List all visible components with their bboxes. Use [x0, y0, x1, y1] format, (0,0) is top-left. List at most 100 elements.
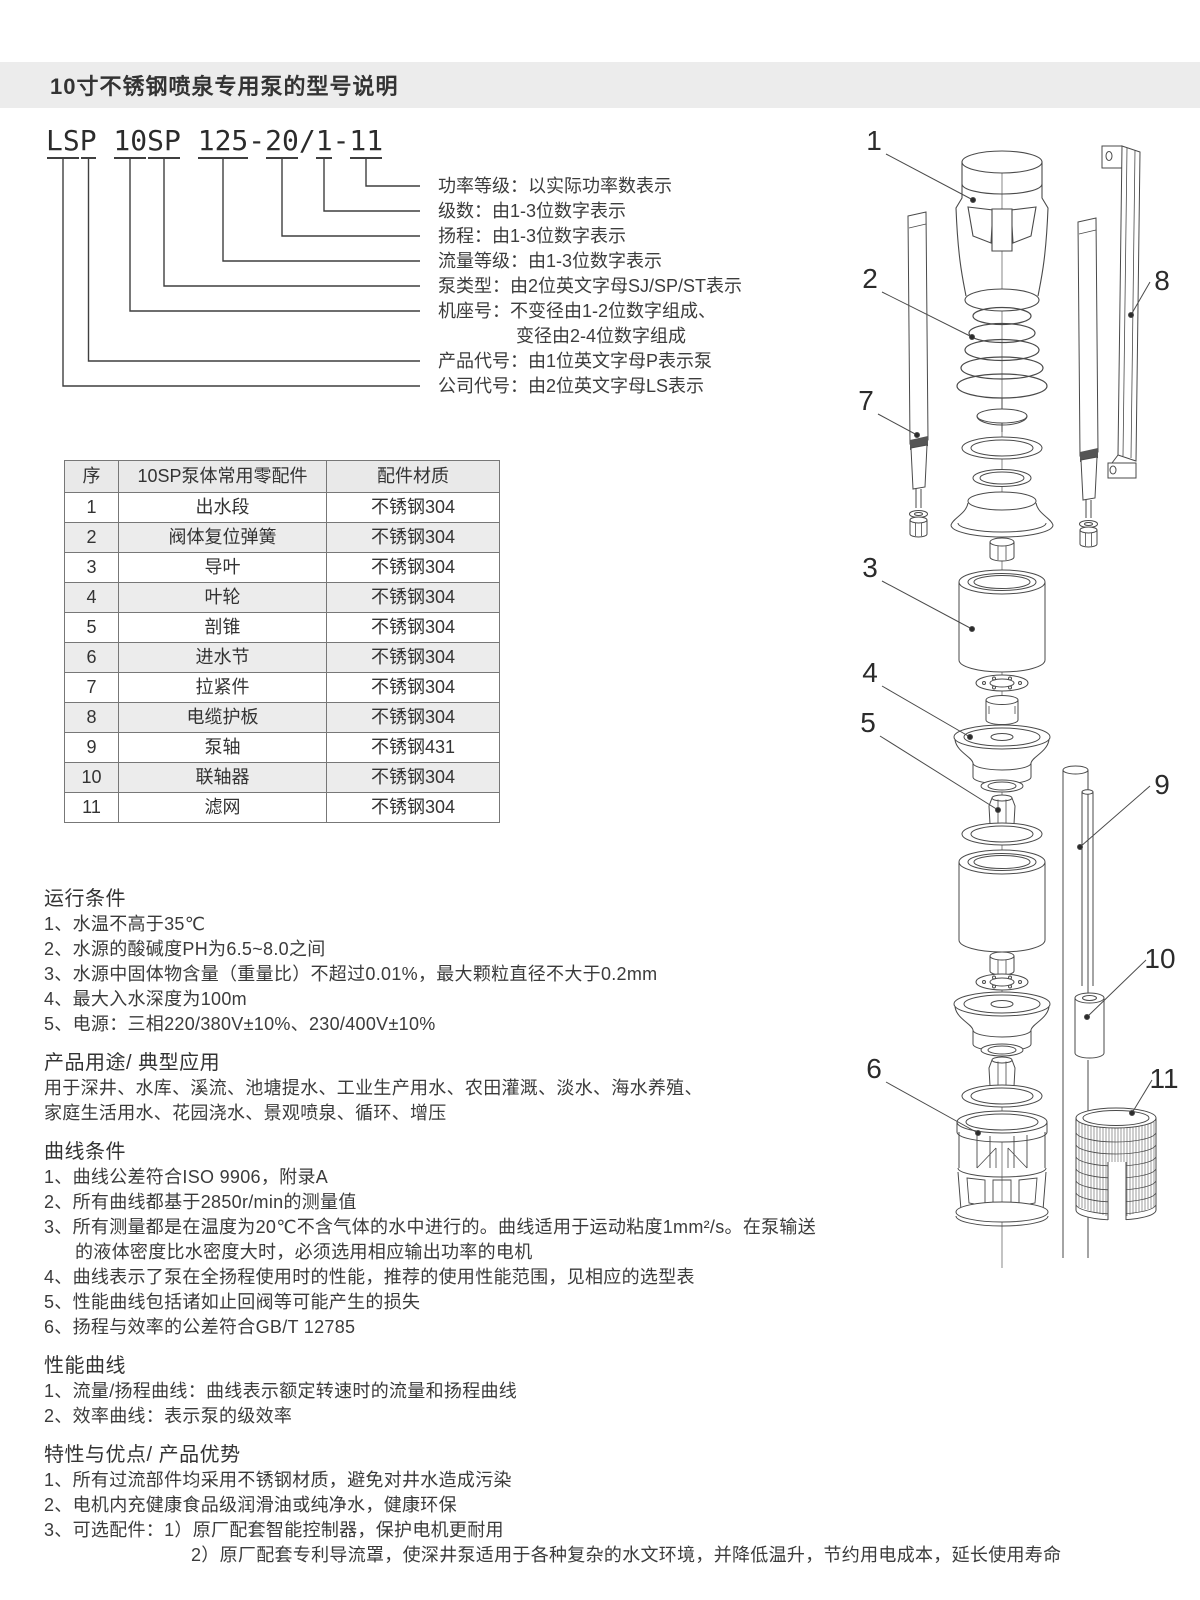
spacer-spool	[985, 695, 1019, 725]
part-name: 阀体复位弹簧	[118, 522, 327, 553]
section-line: 3、水源中固体物含量（重量比）不超过0.01%，最大颗粒直径不大于0.2mm	[44, 964, 658, 984]
part-material: 不锈钢304	[326, 612, 500, 643]
part-material: 不锈钢304	[326, 702, 500, 733]
tie-rod-left	[907, 211, 929, 538]
part-label-1: 1	[866, 125, 882, 156]
part-no: 4	[64, 582, 119, 613]
section-line: 用于深井、水库、溪流、池塘提水、工业生产用水、农田灌溉、淡水、海水养殖、	[44, 1078, 703, 1098]
part-material: 不锈钢304	[326, 642, 500, 673]
cone-piece	[988, 794, 1016, 829]
page-title: 10寸不锈钢喷泉专用泵的型号说明	[50, 74, 399, 99]
section-heading: 产品用途/ 典型应用	[44, 1052, 221, 1074]
model-label-frame: 机座号：不变径由1-2位数字组成、	[438, 301, 717, 321]
part-no: 2	[64, 522, 119, 553]
model-label-company: 公司代号：由2位英文字母LS表示	[438, 376, 705, 396]
part-name: 联轴器	[118, 762, 327, 793]
part-name: 导叶	[118, 552, 327, 583]
table-header-row: 序 10SP泵体常用零配件 配件材质	[64, 460, 500, 493]
part-label-3: 3	[862, 552, 878, 583]
part-name: 电缆护板	[118, 702, 327, 733]
section-heading: 曲线条件	[44, 1141, 126, 1163]
part-no: 1	[64, 492, 119, 523]
parts-table-head: 序 10SP泵体常用零配件 配件材质	[64, 460, 500, 493]
page-title-bar: 10寸不锈钢喷泉专用泵的型号说明	[0, 62, 1200, 108]
section-line: 2、所有曲线都基于2850r/min的测量值	[44, 1192, 357, 1212]
section-line: 5、性能曲线包括诸如止回阀等可能产生的损失	[44, 1292, 421, 1312]
part-material: 不锈钢304	[326, 492, 500, 523]
part-material: 不锈钢304	[326, 582, 500, 613]
section-line: 3、可选配件：1）原厂配套智能控制器，保护电机更耐用	[44, 1520, 504, 1540]
header-no: 序	[64, 460, 119, 493]
part-name: 出水段	[118, 492, 327, 523]
wear-ring-1	[980, 779, 1024, 793]
section-line: 的液体密度比水密度大时，必须选用相应输出功率的电机	[75, 1242, 533, 1262]
section-line: 4、曲线表示了泵在全扬程使用时的性能，推荐的使用性能范围，见相应的选型表	[44, 1267, 695, 1287]
section-line: 2、电机内充健康食品级润滑油或纯净水，健康环保	[44, 1495, 457, 1515]
model-label-stages: 级数：由1-3位数字表示	[438, 201, 627, 221]
part-material: 不锈钢304	[326, 792, 500, 823]
model-label-product: 产品代号：由1位英文字母P表示泵	[438, 351, 713, 371]
part-no: 8	[64, 702, 119, 733]
part-no: 5	[64, 612, 119, 643]
outlet-section	[955, 150, 1049, 312]
section-line: 4、最大入水深度为100m	[44, 989, 247, 1009]
model-code: LSP 10SP 125-20/1-11	[46, 124, 384, 157]
valve-spring	[956, 306, 1048, 399]
header-part: 10SP泵体常用零配件	[118, 460, 327, 493]
impeller-1	[953, 724, 1051, 785]
part-no: 6	[64, 642, 119, 673]
section-heading: 性能曲线	[44, 1355, 126, 1377]
part-name: 滤网	[118, 792, 327, 823]
section-line: 1、所有过流部件均采用不锈钢材质，避免对井水造成污染	[44, 1470, 512, 1490]
cable-guard	[1101, 145, 1141, 479]
section-line: 2）原厂配套专利导流罩，使深井泵适用于各种复杂的水文环境，并降低温升，节约用电成…	[191, 1545, 1062, 1565]
section-line: 3、所有测量都是在温度为20℃不含气体的水中进行的。曲线适用于运动粘度1mm²/…	[44, 1217, 817, 1237]
section-line: 6、扬程与效率的公差符合GB/T 12785	[44, 1317, 356, 1337]
part-material: 不锈钢304	[326, 762, 500, 793]
diffuser-1	[958, 569, 1046, 673]
part-no: 11	[64, 792, 119, 823]
part-no: 10	[64, 762, 119, 793]
section-heading: 特性与优点/ 产品优势	[44, 1444, 241, 1466]
section-line: 1、流量/扬程曲线：曲线表示额定转速时的流量和扬程曲线	[44, 1381, 518, 1401]
section-line: 1、水温不高于35℃	[44, 914, 206, 934]
section-line: 1、曲线公差符合ISO 9906，附录A	[44, 1167, 329, 1187]
part-label-8: 8	[1154, 265, 1170, 296]
part-name: 泵轴	[118, 732, 327, 763]
model-label-power: 功率等级：以实际功率数表示	[438, 176, 672, 196]
part-no: 7	[64, 672, 119, 703]
model-breakdown-lines	[47, 157, 420, 387]
section-line: 2、效率曲线：表示泵的级效率	[44, 1406, 293, 1426]
part-material: 不锈钢431	[326, 732, 500, 763]
section-line: 5、电源：三相220/380V±10%、230/400V±10%	[44, 1014, 436, 1034]
part-no: 9	[64, 732, 119, 763]
model-label-flow: 流量等级：由1-3位数字表示	[438, 251, 663, 271]
part-label-4: 4	[862, 657, 878, 688]
part-material: 不锈钢304	[326, 552, 500, 583]
tie-rod-right	[1077, 217, 1099, 548]
part-material: 不锈钢304	[326, 522, 500, 553]
part-label-2: 2	[862, 263, 878, 294]
part-name: 叶轮	[118, 582, 327, 613]
model-label-type: 泵类型：由2位英文字母SJ/SP/ST表示	[438, 276, 743, 296]
part-no: 3	[64, 552, 119, 583]
part-name: 进水节	[118, 642, 327, 673]
section-heading: 运行条件	[44, 888, 126, 910]
valve-seat-rings	[950, 436, 1054, 562]
stage-ring-1	[961, 822, 1043, 846]
bearing-disc-1	[975, 674, 1029, 692]
